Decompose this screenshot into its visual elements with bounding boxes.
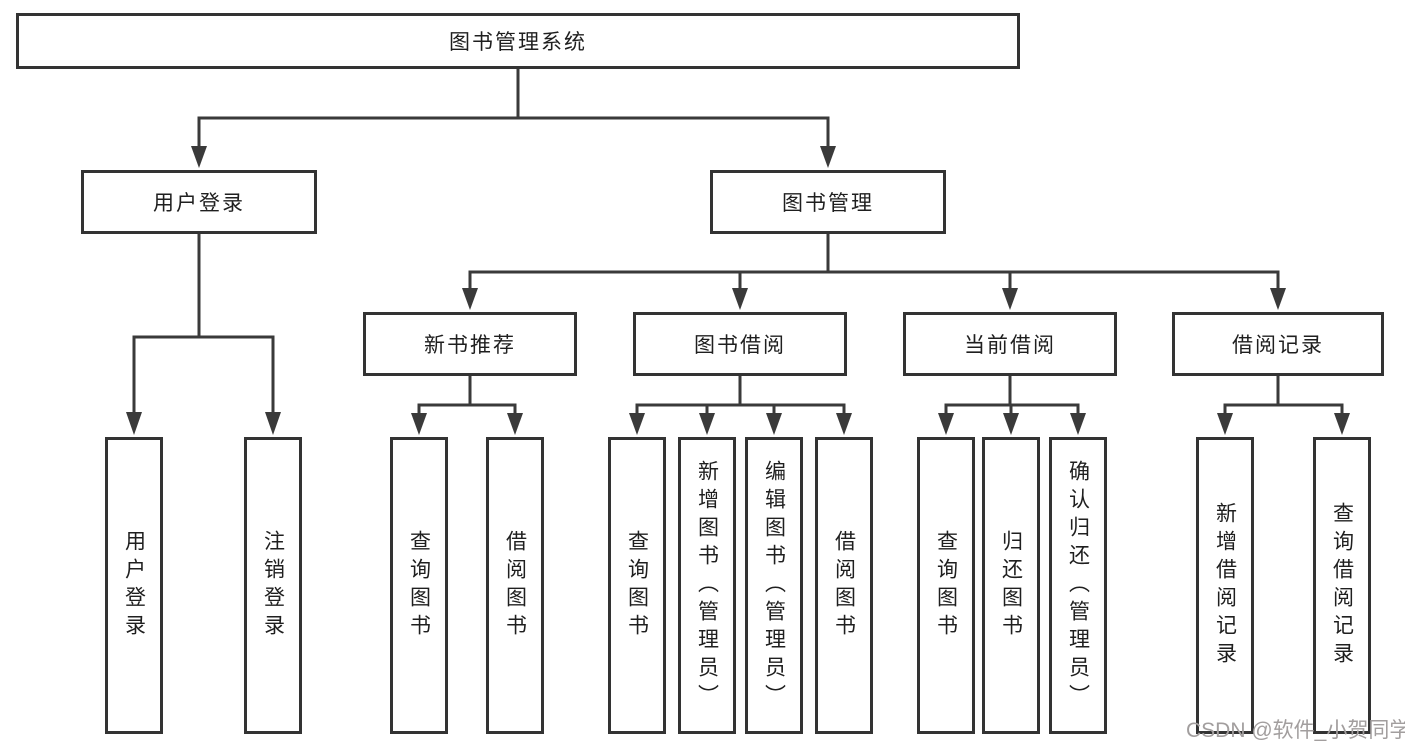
arrowhead-icon — [1070, 413, 1086, 435]
connector-records-to-leaves — [1217, 376, 1350, 435]
node-new-book-recommend: 新书推荐 — [363, 312, 577, 376]
arrowhead-icon — [732, 288, 748, 310]
arrowhead-icon — [1217, 413, 1233, 435]
arrowhead-icon — [1003, 413, 1019, 435]
leaf-borrow-borrow-books-label: 借阅图书 — [832, 529, 856, 642]
leaf-records-query-record-label: 查询借阅记录 — [1330, 501, 1354, 670]
node-new-book-recommend-label: 新书推荐 — [424, 334, 516, 357]
node-user-login: 用户登录 — [81, 170, 317, 234]
node-borrowing-records-label: 借阅记录 — [1232, 334, 1324, 357]
node-borrowing-records: 借阅记录 — [1172, 312, 1384, 376]
leaf-borrow-edit-book-admin-label: 编辑图书（管理员） — [762, 459, 786, 712]
leaf-user-login-label: 用户登录 — [122, 529, 146, 642]
connector-borrow-to-leaves — [629, 376, 852, 435]
arrowhead-icon — [191, 146, 207, 168]
leaf-logout: 注销登录 — [244, 437, 302, 734]
leaf-borrow-query-books: 查询图书 — [608, 437, 666, 734]
arrowhead-icon — [766, 413, 782, 435]
arrowhead-icon — [836, 413, 852, 435]
leaf-borrow-add-book-admin-label: 新增图书（管理员） — [695, 459, 719, 712]
node-current-borrowing-label: 当前借阅 — [964, 334, 1056, 357]
leaf-current-return-books: 归还图书 — [982, 437, 1040, 734]
leaf-rec-query-books: 查询图书 — [390, 437, 448, 734]
arrowhead-icon — [938, 413, 954, 435]
leaf-current-confirm-return-admin: 确认归还（管理员） — [1049, 437, 1107, 734]
connector-book-mgmt-to-level3 — [462, 234, 1286, 310]
node-current-borrowing: 当前借阅 — [903, 312, 1117, 376]
arrowhead-icon — [699, 413, 715, 435]
arrowhead-icon — [507, 413, 523, 435]
node-book-management-label: 图书管理 — [782, 192, 874, 215]
leaf-borrow-query-books-label: 查询图书 — [625, 529, 649, 642]
csdn-watermark: CSDN @软件_小贺同学 — [1186, 719, 1405, 742]
node-book-management: 图书管理 — [710, 170, 946, 234]
connector-user-login-to-leaves — [126, 234, 281, 435]
leaf-records-query-record: 查询借阅记录 — [1313, 437, 1371, 734]
leaf-current-query-books-label: 查询图书 — [934, 529, 958, 642]
connector-current-to-leaves — [938, 376, 1086, 435]
leaf-rec-borrow-books-label: 借阅图书 — [503, 529, 527, 642]
node-root-system: 图书管理系统 — [16, 13, 1020, 69]
leaf-rec-borrow-books: 借阅图书 — [486, 437, 544, 734]
leaf-borrow-edit-book-admin: 编辑图书（管理员） — [745, 437, 803, 734]
leaf-borrow-add-book-admin: 新增图书（管理员） — [678, 437, 736, 734]
node-user-login-label: 用户登录 — [153, 192, 245, 215]
arrowhead-icon — [1334, 413, 1350, 435]
arrowhead-icon — [126, 412, 142, 435]
arrowhead-icon — [629, 413, 645, 435]
leaf-records-add-record-label: 新增借阅记录 — [1213, 501, 1237, 670]
leaf-current-return-books-label: 归还图书 — [999, 529, 1023, 642]
arrowhead-icon — [1270, 288, 1286, 310]
arrowhead-icon — [820, 146, 836, 168]
leaf-current-confirm-return-admin-label: 确认归还（管理员） — [1066, 459, 1090, 712]
leaf-records-add-record: 新增借阅记录 — [1196, 437, 1254, 734]
node-root-system-label: 图书管理系统 — [449, 31, 587, 54]
leaf-user-login: 用户登录 — [105, 437, 163, 734]
leaf-borrow-borrow-books: 借阅图书 — [815, 437, 873, 734]
connector-root-to-level2 — [191, 68, 836, 168]
arrowhead-icon — [1002, 288, 1018, 310]
node-book-borrowing: 图书借阅 — [633, 312, 847, 376]
node-book-borrowing-label: 图书借阅 — [694, 334, 786, 357]
connector-new-rec-to-leaves — [411, 376, 523, 435]
leaf-logout-label: 注销登录 — [261, 529, 285, 642]
arrowhead-icon — [462, 288, 478, 310]
leaf-rec-query-books-label: 查询图书 — [407, 529, 431, 642]
arrowhead-icon — [411, 413, 427, 435]
arrowhead-icon — [265, 412, 281, 435]
leaf-current-query-books: 查询图书 — [917, 437, 975, 734]
